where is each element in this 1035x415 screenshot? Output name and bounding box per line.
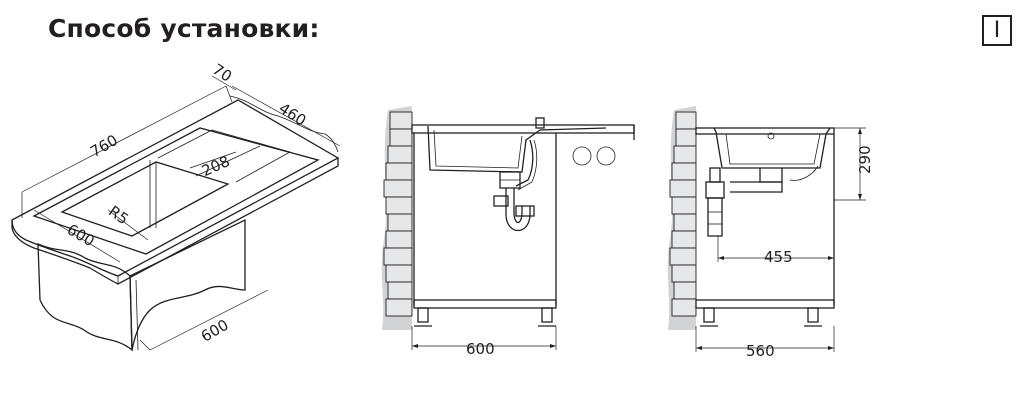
dim-front-width: 600 [466,340,495,358]
dim-radius: R5 [105,202,132,228]
dim-drainer: 208 [199,152,232,180]
front-dimension [411,326,557,350]
front-view-drawing [381,106,635,330]
iso-sink-drawing [11,95,340,352]
side-dimensions [695,127,866,352]
view-badge: I [982,15,1012,46]
dim-length: 760 [87,131,121,161]
dim-side-height: 290 [856,145,874,174]
page-title: Способ установки: [48,14,320,43]
dim-drain-offset: 455 [764,248,793,266]
iso-dimension-lines [21,75,341,351]
side-view-drawing [667,106,835,330]
dim-cabinet: 600 [198,316,232,346]
dim-depth-top: 70 [209,60,235,85]
dim-side-depth: 560 [746,342,775,360]
